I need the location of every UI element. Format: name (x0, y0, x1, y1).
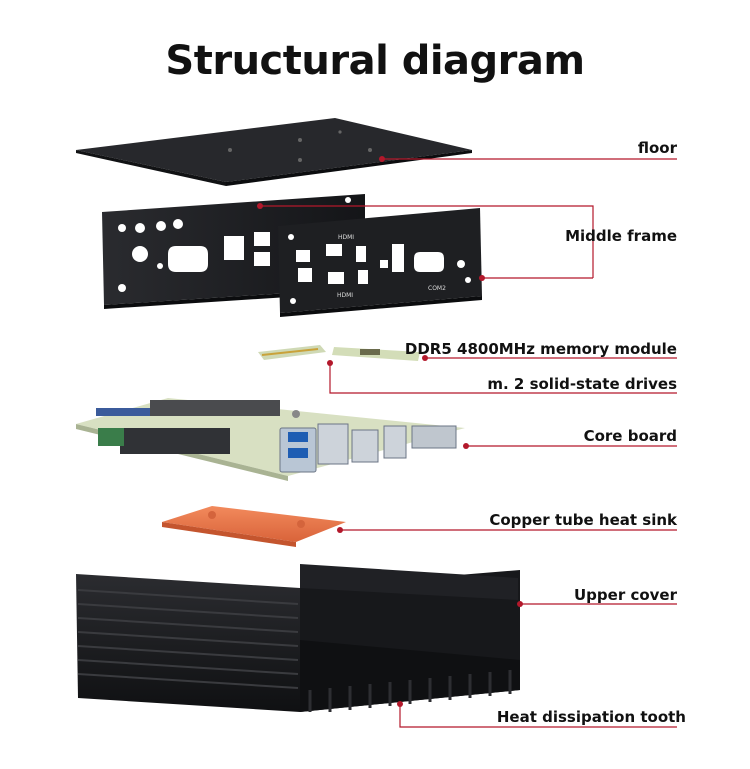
label-heat-sink: Copper tube heat sink (489, 511, 677, 529)
com-marking: COM2 (428, 285, 446, 292)
leader-heat-tooth (399, 704, 677, 728)
leader-dots (257, 156, 523, 707)
label-floor: floor (637, 139, 677, 157)
upper-cover-shell (76, 564, 520, 712)
leader-ssd (329, 363, 677, 394)
label-upper-cover: Upper cover (574, 586, 677, 604)
memory-module (258, 345, 326, 360)
label-memory: DDR5 4800MHz memory module (404, 340, 677, 358)
label-ssd: m. 2 solid-state drives (487, 375, 677, 393)
core-board-pcb (76, 398, 465, 481)
page-title: Structural diagram (165, 38, 585, 84)
floor-plate (76, 118, 472, 186)
copper-heat-sink (162, 506, 346, 547)
hdmi-bottom-marking: HDMI (337, 292, 353, 299)
label-heat-tooth: Heat dissipation tooth (496, 708, 686, 726)
hdmi-top-marking: HDMI (338, 234, 354, 241)
leader-lines (260, 158, 677, 728)
leader-middle-frame-back (260, 205, 594, 278)
middle-frame-front: HDMI HDMI COM2 (278, 208, 482, 317)
ssd-module (332, 347, 420, 361)
label-middle-frame: Middle frame (565, 227, 677, 245)
label-core-board: Core board (583, 427, 677, 445)
